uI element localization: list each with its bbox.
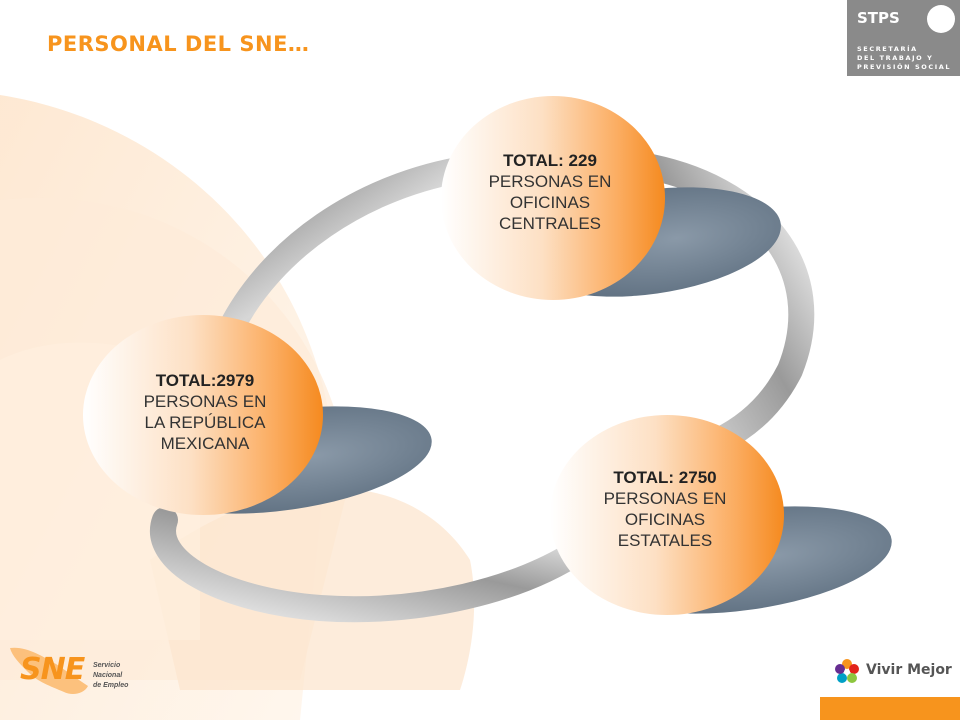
sne-logo-line: Nacional bbox=[93, 672, 123, 679]
node-orbs bbox=[83, 96, 784, 615]
node-description: PERSONAS EN OFICINAS CENTRALES bbox=[488, 172, 612, 233]
background-decoration bbox=[0, 95, 475, 720]
vivir-mejor-flower-icon bbox=[835, 659, 859, 683]
node-label-centrales: TOTAL: 229 PERSONAS EN OFICINAS CENTRALE… bbox=[450, 150, 650, 234]
sne-logo-line: de Empleo bbox=[93, 682, 129, 689]
stps-logo-line: PREVISIÓN SOCIAL bbox=[857, 63, 952, 71]
node-description: PERSONAS EN OFICINAS ESTATALES bbox=[603, 489, 727, 550]
stps-logo: STPS SECRETARÍA DEL TRABAJO Y PREVISIÓN … bbox=[847, 0, 960, 76]
page-title: PERSONAL DEL SNE… bbox=[47, 32, 310, 56]
sne-logo-line: Servicio bbox=[93, 662, 121, 669]
stps-logo-line: SECRETARÍA bbox=[857, 45, 918, 53]
node-total: TOTAL:2979 bbox=[155, 371, 255, 390]
sne-logo-mark: SNE bbox=[20, 652, 85, 687]
node-label-republica: TOTAL:2979 PERSONAS EN LA REPÚBLICA MEXI… bbox=[105, 370, 305, 454]
node-orb-republica bbox=[83, 315, 323, 515]
mexico-map-icon bbox=[10, 647, 88, 694]
node-total: TOTAL: 2750 bbox=[613, 468, 717, 487]
node-total: TOTAL: 229 bbox=[503, 151, 597, 170]
node-description: PERSONAS EN LA REPÚBLICA MEXICANA bbox=[143, 392, 267, 453]
corner-accent-bar bbox=[820, 697, 960, 720]
vivir-mejor-text: Vivir Mejor bbox=[866, 662, 952, 678]
stps-logo-line: DEL TRABAJO Y bbox=[857, 54, 934, 62]
node-orb-estatales bbox=[550, 415, 784, 615]
stps-logo-text: STPS bbox=[857, 9, 900, 27]
vivir-mejor-logo: Vivir Mejor bbox=[832, 656, 956, 688]
sne-logo: SNE Servicio Nacional de Empleo bbox=[6, 642, 136, 702]
node-label-estatales: TOTAL: 2750 PERSONAS EN OFICINAS ESTATAL… bbox=[565, 467, 765, 551]
node-orb-centrales bbox=[441, 96, 665, 300]
mexican-seal-icon bbox=[927, 5, 955, 33]
